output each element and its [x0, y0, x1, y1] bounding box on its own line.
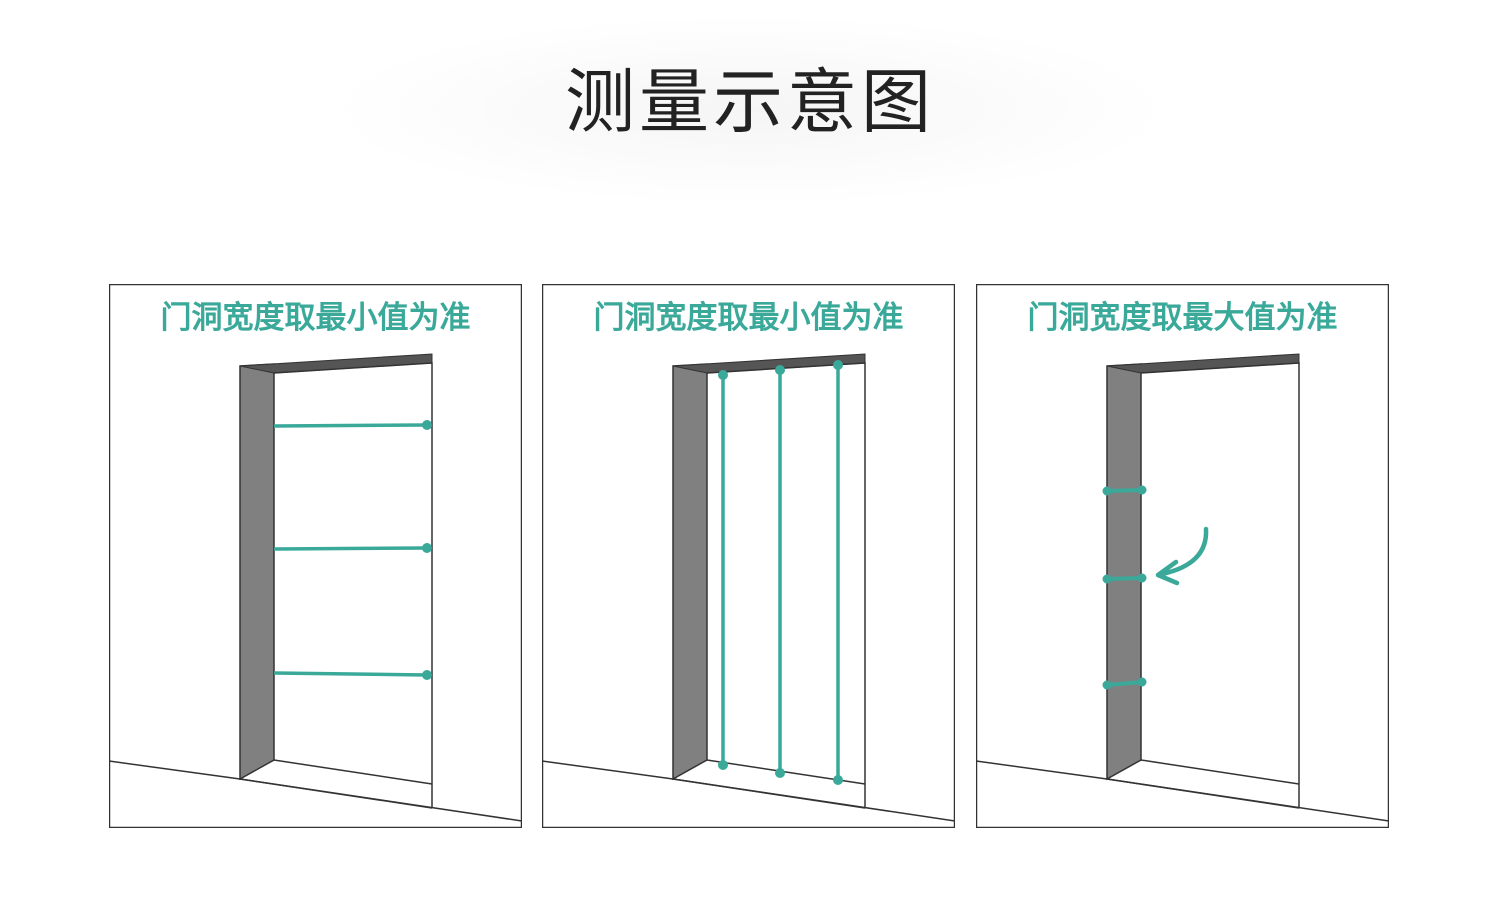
measure-point-left-bottom [718, 760, 728, 770]
panel-label: 门洞宽度取最小值为准 [593, 300, 904, 336]
measure-point-middle-inner [1137, 573, 1147, 583]
measure-point-right-bottom [833, 775, 843, 785]
measure-line-top [1106, 488, 1143, 493]
measure-line-middle [1106, 576, 1143, 581]
door-opening-outline [1140, 362, 1300, 808]
door-opening-outline [706, 362, 866, 808]
panel-border [976, 284, 1389, 828]
panel-thickness-max: 门洞宽度取最大值为准 [976, 284, 1389, 828]
measure-line-top [273, 423, 428, 428]
door-jamb-left [672, 363, 708, 781]
door-diagram-width-min [109, 284, 522, 828]
panel-label: 门洞宽度取最小值为准 [160, 300, 471, 336]
measure-point-middle [422, 543, 432, 553]
floor-line-left [542, 760, 674, 780]
door-jamb-left [1106, 363, 1142, 781]
door-sill [1106, 778, 1300, 809]
measure-point-middle-outer [1102, 574, 1112, 584]
measure-line-bottom [273, 671, 428, 677]
measure-point-center-top [775, 365, 785, 375]
measure-point-bottom-outer [1102, 680, 1112, 690]
door-opening-outline [273, 362, 433, 808]
pointer-arrow-icon [1159, 526, 1209, 577]
panel-border [542, 284, 955, 828]
measure-point-bottom [422, 670, 432, 680]
door-threshold [273, 759, 433, 785]
measure-point-top-outer [1102, 486, 1112, 496]
door-sill [672, 778, 866, 809]
measure-point-left-top [718, 370, 728, 380]
measure-point-bottom-inner [1137, 677, 1147, 687]
measure-point-center-bottom [775, 768, 785, 778]
door-sill [239, 778, 433, 809]
panel-width-min: 门洞宽度取最小值为准 [109, 284, 522, 828]
door-diagram-thickness-max [976, 284, 1389, 828]
pointer-arrowhead-icon [1155, 559, 1180, 586]
door-jamb-left [239, 363, 275, 781]
floor-line-left [109, 760, 241, 780]
door-diagram-height-min [542, 284, 955, 828]
measure-point-top-inner [1137, 485, 1147, 495]
panel-height-min: 门洞宽度取最小值为准 [542, 284, 955, 828]
page-title: 测量示意图 [565, 61, 935, 143]
measure-point-right-top [833, 360, 843, 370]
floor-line-left [976, 760, 1108, 780]
door-threshold [1140, 759, 1300, 785]
measure-line-middle [273, 546, 428, 551]
panel-label: 门洞宽度取最大值为准 [1027, 300, 1338, 336]
measure-line-bottom [1106, 680, 1143, 687]
measure-point-top [422, 420, 432, 430]
panel-border [109, 284, 522, 828]
